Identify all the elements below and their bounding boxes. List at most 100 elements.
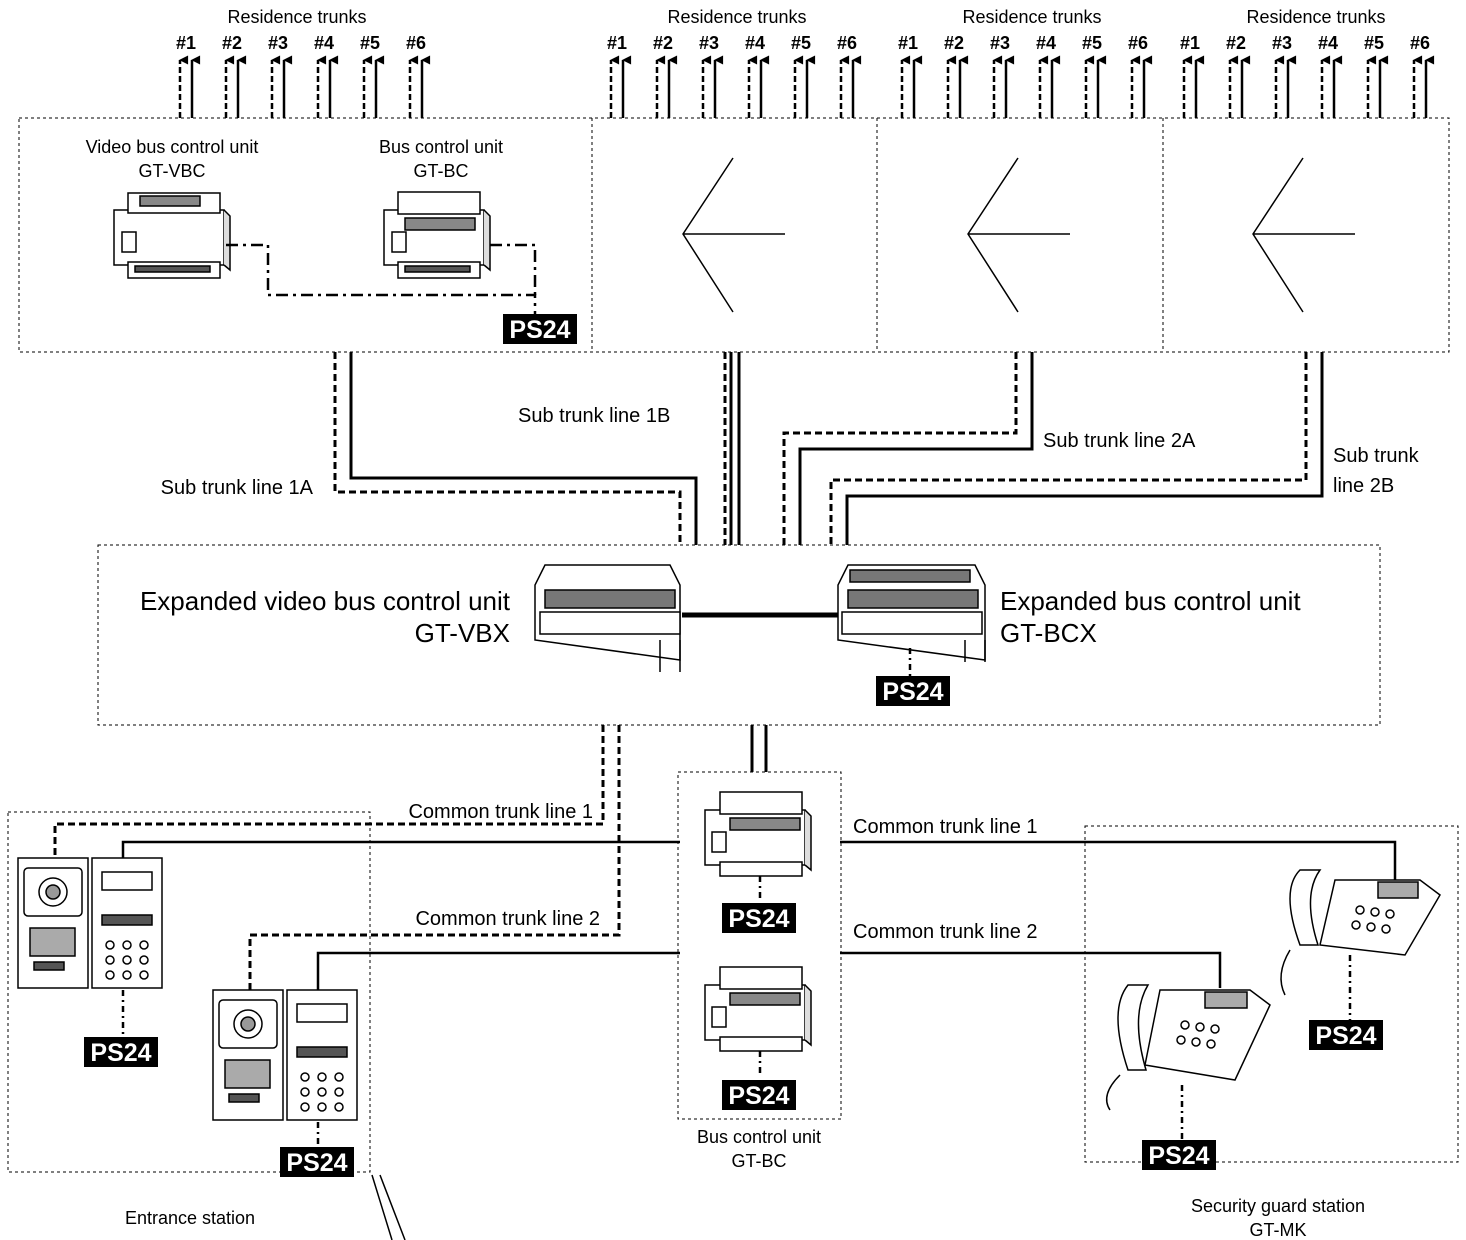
trunk-number-label: #5 bbox=[791, 33, 811, 53]
top-units-box bbox=[18, 117, 1450, 353]
ps24-power-badge: PS24 bbox=[84, 1037, 158, 1067]
trunk-number-label: #5 bbox=[360, 33, 380, 53]
trunk-number-label: #3 bbox=[268, 33, 288, 53]
video-bus-label: Video bus control unit bbox=[86, 137, 259, 157]
bottom-bus-label: Bus control unit bbox=[697, 1127, 821, 1147]
sub-trunk-2a-label: Sub trunk line 2A bbox=[1043, 430, 1196, 452]
trunk-number-label: #2 bbox=[222, 33, 242, 53]
ps24-badge-bg bbox=[503, 314, 577, 344]
trunk-number-label: #6 bbox=[406, 33, 426, 53]
gt-bc-device-icon bbox=[704, 791, 812, 877]
trunk-number-label: #4 bbox=[314, 33, 334, 53]
bottom-bus-model: GT-BC bbox=[731, 1151, 786, 1171]
trunk-number-label: #6 bbox=[1410, 33, 1430, 53]
trunk-number-label: #2 bbox=[944, 33, 964, 53]
common-trunk-1-left-label: Common trunk line 1 bbox=[408, 801, 593, 823]
power-line bbox=[226, 243, 537, 318]
ps24-power-badge: PS24 bbox=[876, 676, 950, 706]
sub-trunk-2b-label-line2: line 2B bbox=[1333, 475, 1394, 497]
common-trunk-wiring bbox=[53, 725, 1397, 992]
trunk-number-label: #4 bbox=[745, 33, 765, 53]
ps24-badge-bg bbox=[876, 676, 950, 706]
bus-control-box bbox=[677, 771, 842, 1120]
gt-vbx-device-icon bbox=[534, 564, 681, 672]
trunk-number-label: #2 bbox=[1226, 33, 1246, 53]
same-as-left-icon bbox=[1252, 157, 1355, 313]
sub-trunk-2b-label-line1: Sub trunk bbox=[1333, 445, 1420, 467]
entrance-station-label: Entrance station bbox=[125, 1208, 255, 1228]
security-guard-box bbox=[1084, 825, 1459, 1163]
video-bus-model: GT-VBC bbox=[138, 161, 205, 181]
ps24-badge-bg bbox=[722, 903, 796, 933]
ps24-power-badge: PS24 bbox=[503, 314, 577, 344]
trunk-number-label: #3 bbox=[990, 33, 1010, 53]
residence-trunks-group-3: Residence trunks #1 #2 #3 #4 #5 #6 bbox=[898, 7, 1153, 118]
trunk-number-label: #2 bbox=[653, 33, 673, 53]
sub-trunk-1b-label: Sub trunk line 1B bbox=[518, 405, 670, 427]
residence-trunks-title: Residence trunks bbox=[227, 7, 366, 27]
trunk-number-label: #1 bbox=[176, 33, 196, 53]
trunk-number-label: #6 bbox=[1128, 33, 1148, 53]
residence-trunks-group-1: Residence trunks #1 #2 #3 #4 #5 #6 bbox=[176, 7, 431, 118]
ps24-badge-bg bbox=[1142, 1140, 1216, 1170]
expanded-bus-model: GT-BCX bbox=[1000, 618, 1097, 648]
entrance-station-box bbox=[7, 811, 371, 1173]
ps24-label: PS24 bbox=[728, 905, 789, 933]
same-as-left-icon bbox=[682, 157, 785, 313]
common-trunk-2-right-label: Common trunk line 2 bbox=[853, 921, 1038, 943]
gt-mk-phone-icon bbox=[1105, 984, 1271, 1111]
residence-trunks-title: Residence trunks bbox=[667, 7, 806, 27]
residence-trunks-group-2: Residence trunks #1 #2 #3 #4 #5 #6 bbox=[607, 7, 862, 118]
entrance-panel-icon bbox=[17, 857, 163, 989]
ps24-badge-bg bbox=[722, 1080, 796, 1110]
trunk-number-label: #4 bbox=[1318, 33, 1338, 53]
ps24-badge-bg bbox=[84, 1037, 158, 1067]
ps24-label: PS24 bbox=[1148, 1142, 1209, 1170]
ps24-label: PS24 bbox=[1315, 1022, 1376, 1050]
power-line bbox=[490, 243, 537, 295]
trunk-number-label: #3 bbox=[699, 33, 719, 53]
gt-vbc-device-icon bbox=[113, 192, 231, 279]
ps24-label: PS24 bbox=[90, 1039, 151, 1067]
ps24-badge-bg bbox=[1309, 1020, 1383, 1050]
ps24-label: PS24 bbox=[728, 1082, 789, 1110]
residence-trunks-group-4: Residence trunks #1#2#3#4#5#6 bbox=[1180, 7, 1435, 118]
gt-bc-device-icon bbox=[383, 191, 491, 279]
trunk-number-label: #1 bbox=[1180, 33, 1200, 53]
common-trunk-2-left-label: Common trunk line 2 bbox=[415, 908, 600, 930]
expanded-video-label: Expanded video bus control unit bbox=[140, 586, 511, 616]
residence-trunks-title: Residence trunks bbox=[962, 7, 1101, 27]
break-mark bbox=[371, 1174, 406, 1240]
expanded-bus-label: Expanded bus control unit bbox=[1000, 586, 1301, 616]
trunk-number-label: #6 bbox=[837, 33, 857, 53]
ps24-label: PS24 bbox=[882, 678, 943, 706]
bus-control-model: GT-BC bbox=[413, 161, 468, 181]
ps24-label: PS24 bbox=[286, 1149, 347, 1177]
expanded-video-model: GT-VBX bbox=[415, 618, 510, 648]
ps24-badge-bg bbox=[280, 1147, 354, 1177]
ps24-label: PS24 bbox=[509, 316, 570, 344]
ps24-power-badge: PS24 bbox=[1309, 1020, 1383, 1050]
ps24-power-badge: PS24 bbox=[722, 903, 796, 933]
ps24-power-badge: PS24 bbox=[280, 1147, 354, 1177]
trunk-number-label: #1 bbox=[607, 33, 627, 53]
expanded-units-box bbox=[97, 544, 1381, 726]
sub-trunk-wiring bbox=[333, 352, 1324, 545]
same-as-left-icon bbox=[967, 157, 1070, 313]
security-guard-model: GT-MK bbox=[1250, 1220, 1307, 1240]
entrance-panel-icon bbox=[212, 989, 358, 1121]
security-guard-label: Security guard station bbox=[1191, 1196, 1365, 1216]
trunk-number-label: #4 bbox=[1036, 33, 1056, 53]
top-outer-border bbox=[18, 117, 1450, 353]
gt-mk-phone-icon bbox=[1280, 869, 1441, 996]
trunk-number-label: #5 bbox=[1082, 33, 1102, 53]
sub-trunk-1a-label: Sub trunk line 1A bbox=[161, 477, 314, 499]
gt-bc-device-icon bbox=[704, 966, 812, 1052]
residence-trunks-title: Residence trunks bbox=[1246, 7, 1385, 27]
trunk-number-label: #5 bbox=[1364, 33, 1384, 53]
common-trunk-1-right-label: Common trunk line 1 bbox=[853, 816, 1038, 838]
same-as-left-symbols bbox=[682, 157, 1355, 313]
trunk-number-label: #1 bbox=[898, 33, 918, 53]
bus-control-label: Bus control unit bbox=[379, 137, 503, 157]
